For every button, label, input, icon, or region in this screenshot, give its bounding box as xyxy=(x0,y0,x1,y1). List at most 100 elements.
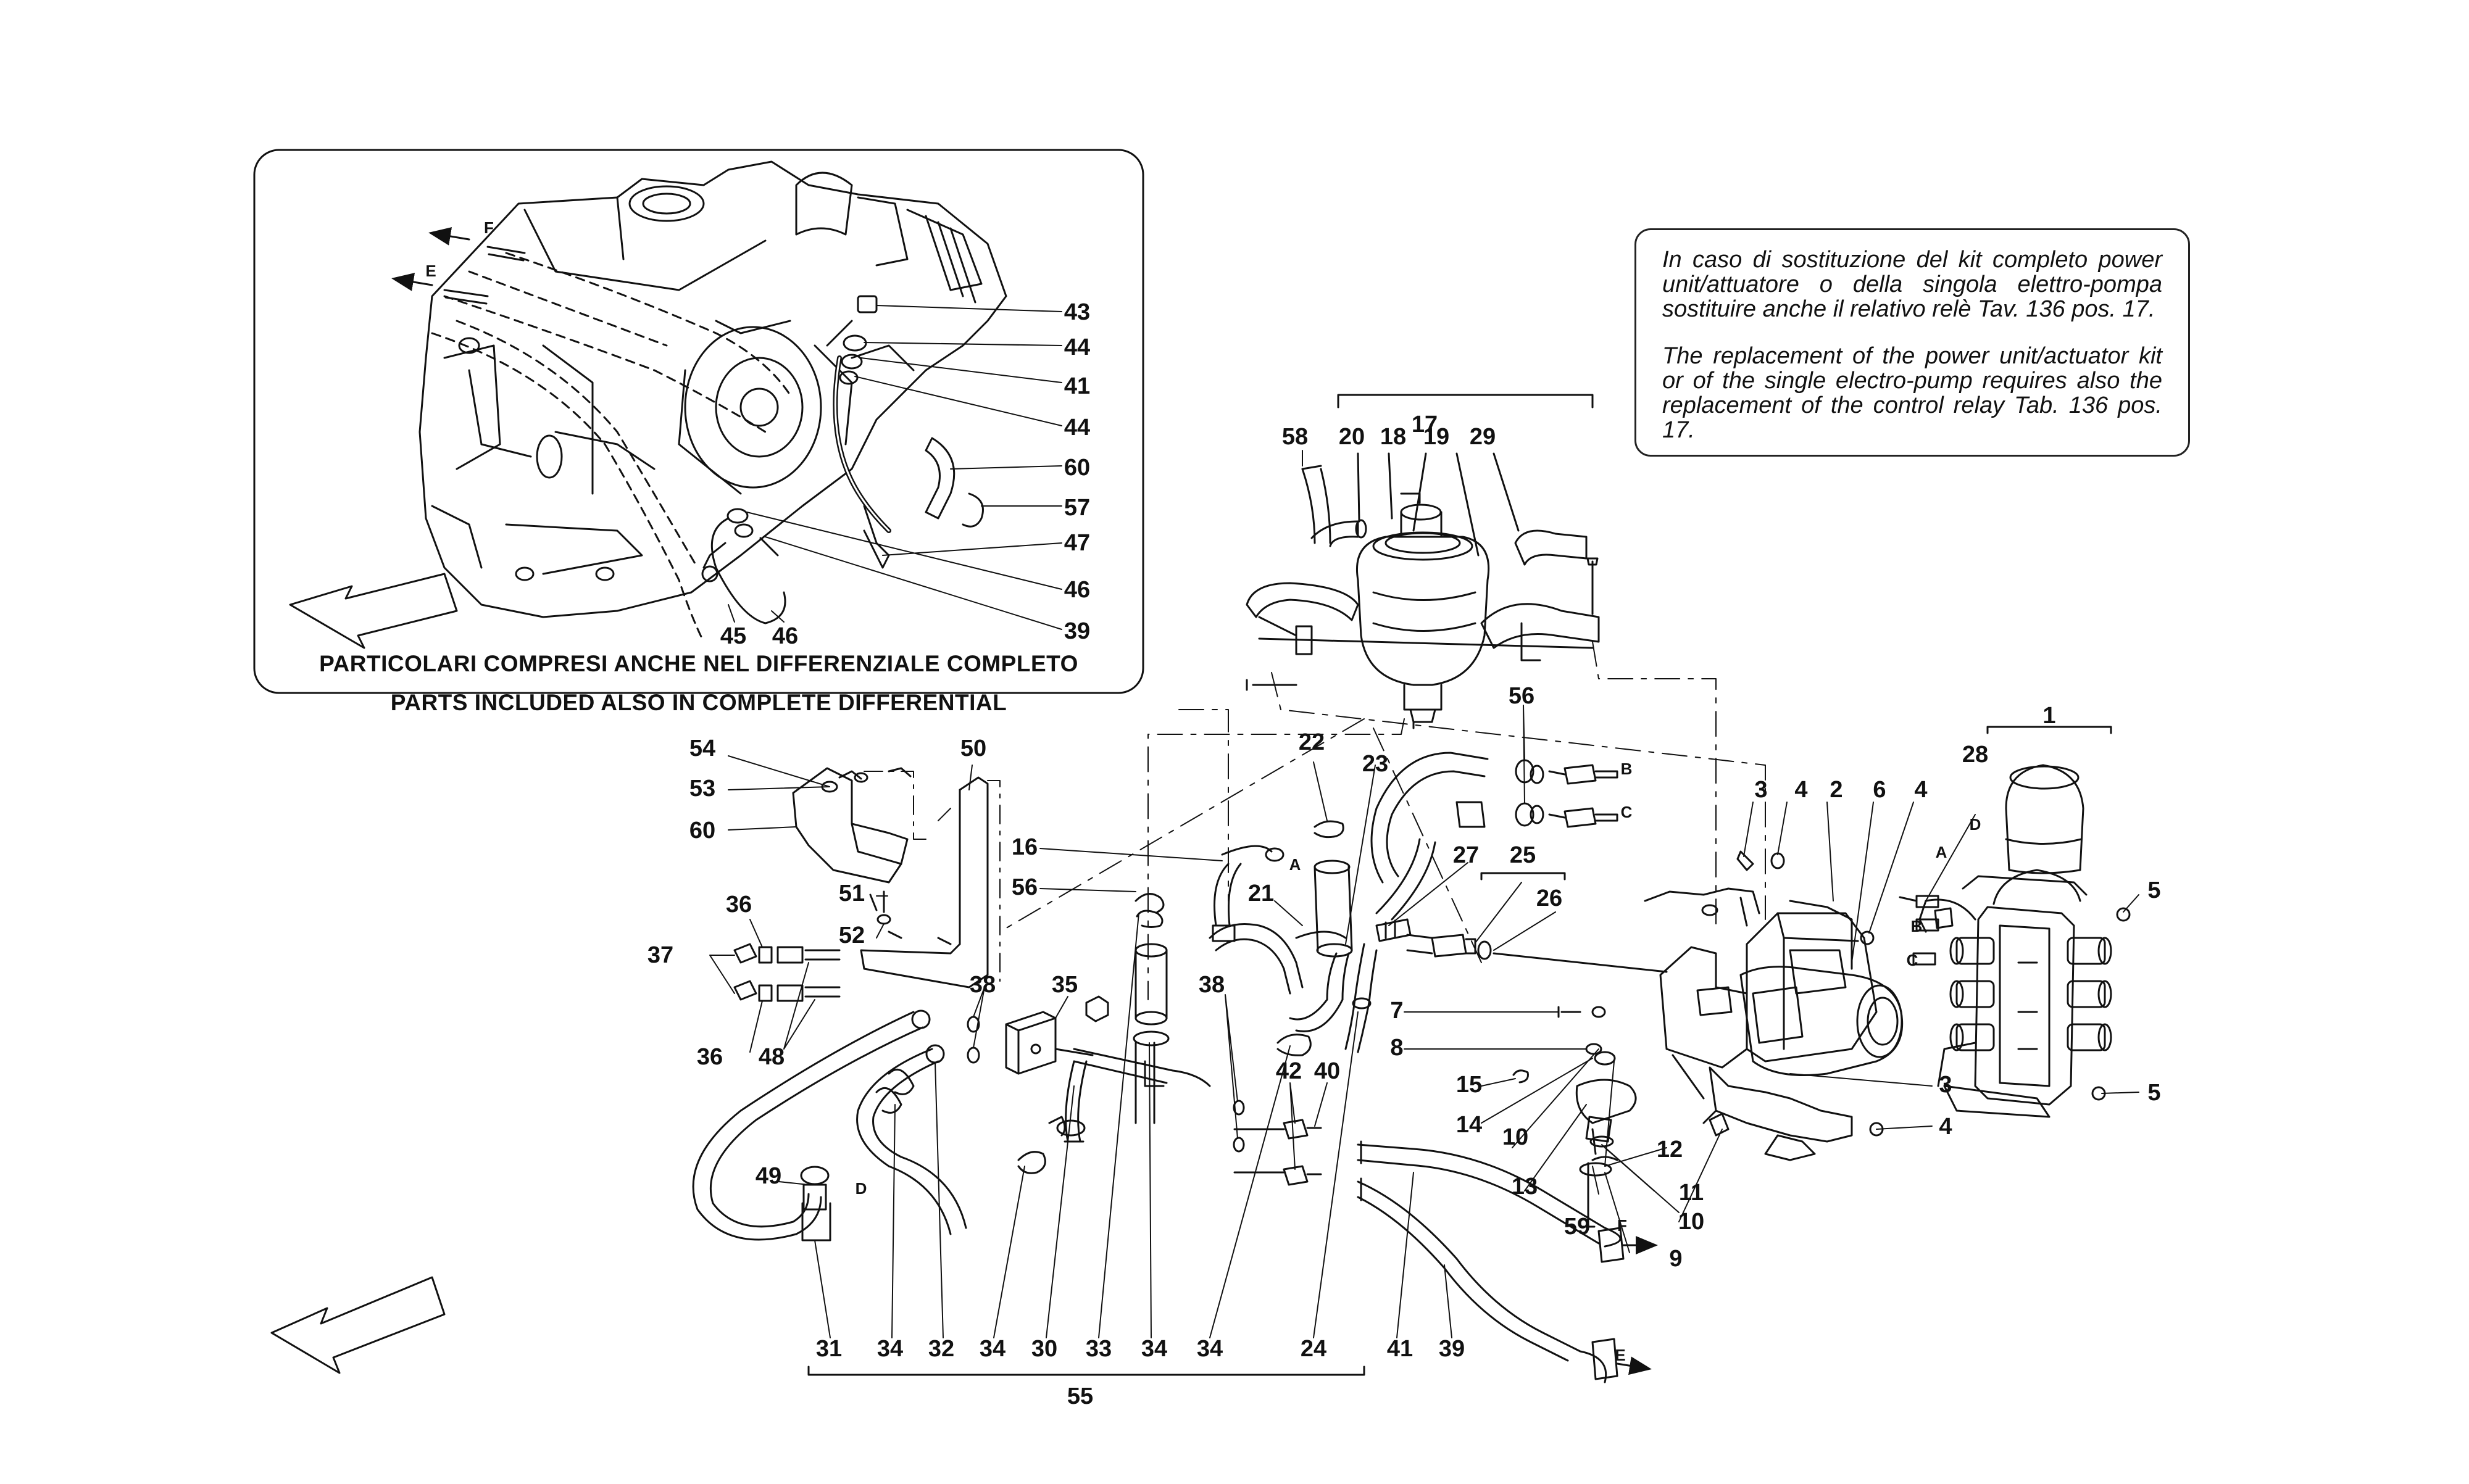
callout: 34 xyxy=(980,1336,1006,1362)
callout: 7 xyxy=(1390,998,1403,1024)
callout: 52 xyxy=(839,922,865,948)
bracket-assembly xyxy=(792,767,989,989)
inset-direction-arrow xyxy=(289,573,458,649)
inset-caption-english: PARTS INCLUDED ALSO IN COMPLETE DIFFEREN… xyxy=(390,690,1007,715)
callout: 11 xyxy=(1679,1180,1704,1206)
callout: 44 xyxy=(1064,415,1090,441)
letter-marker: C xyxy=(1621,803,1633,821)
callout: 4 xyxy=(1914,777,1927,803)
damper-block-35 xyxy=(1005,995,1109,1075)
callout: 55 xyxy=(1067,1383,1093,1409)
pipe-30 xyxy=(1048,1048,1211,1143)
washer-4 xyxy=(1770,852,1785,869)
callout: 34 xyxy=(1141,1336,1167,1362)
letter-marker: B xyxy=(1911,917,1923,935)
letter-marker: E xyxy=(425,262,436,280)
callout: 51 xyxy=(839,881,865,906)
inset-panel xyxy=(253,149,1144,694)
callout: 57 xyxy=(1064,495,1090,521)
callout: 49 xyxy=(756,1163,781,1189)
callout: 59 xyxy=(1564,1214,1590,1240)
screw-51 xyxy=(869,890,885,913)
fitting-25 xyxy=(1406,872,1566,960)
note-text-italian: In caso di sostituzione del kit completo… xyxy=(1662,247,2162,322)
callout: 5 xyxy=(2147,877,2160,903)
callout: 4 xyxy=(1794,777,1807,803)
callout: 35 xyxy=(1052,972,1078,998)
inset-caption-italian: PARTICOLARI COMPRESI ANCHE NEL DIFFERENZ… xyxy=(319,651,1078,676)
callout: 60 xyxy=(689,818,715,844)
letter-marker: D xyxy=(1970,815,1981,834)
callout: 36 xyxy=(697,1044,723,1070)
callout: 33 xyxy=(1086,1336,1112,1362)
callout: 37 xyxy=(647,942,673,968)
callout: 10 xyxy=(1502,1124,1528,1150)
pipe-stub-e xyxy=(443,289,489,305)
callout: 19 xyxy=(1423,424,1449,450)
callout: 53 xyxy=(689,776,715,802)
clamp-34 xyxy=(1017,1151,1046,1174)
callout: 22 xyxy=(1299,729,1325,755)
callout: 46 xyxy=(772,623,798,649)
callout: 36 xyxy=(726,892,752,918)
callout: 41 xyxy=(1387,1336,1413,1362)
callout: 56 xyxy=(1509,683,1534,709)
callout: 30 xyxy=(1031,1336,1057,1362)
letter-marker: A xyxy=(1289,855,1301,874)
callout: 20 xyxy=(1339,424,1365,450)
hose-31 xyxy=(692,1011,924,1242)
fittings-bc xyxy=(1548,764,1618,828)
phantom-leader-lines xyxy=(999,641,1766,1000)
callout: 41 xyxy=(1064,373,1090,399)
callout: 3 xyxy=(1939,1072,1952,1098)
pipe-stub-f xyxy=(486,246,526,262)
callout: 39 xyxy=(1064,618,1090,644)
callout: 16 xyxy=(1012,834,1038,860)
group-bracket-1 xyxy=(1986,726,2112,734)
callout: 13 xyxy=(1512,1174,1538,1200)
sleeve-22 xyxy=(1289,820,1353,1032)
callout: 54 xyxy=(689,736,715,761)
hose-32 xyxy=(856,1048,967,1235)
callout: 17 xyxy=(1412,412,1438,437)
gearbox-housing xyxy=(418,160,1007,618)
callout: 46 xyxy=(1064,577,1090,603)
letter-marker: F xyxy=(1617,1216,1627,1235)
direction-arrow-lower xyxy=(270,1276,446,1374)
lower-mount-parts xyxy=(1512,1006,1730,1228)
valve-block xyxy=(1918,764,2112,1118)
callout: 27 xyxy=(1453,842,1479,868)
callout: 34 xyxy=(877,1336,903,1362)
pipe-33 xyxy=(1133,893,1170,1124)
power-unit xyxy=(1659,912,1904,1161)
callout: 5 xyxy=(2147,1080,2160,1106)
callout: 14 xyxy=(1456,1112,1482,1138)
callout: 18 xyxy=(1380,424,1406,450)
inset-routing-dashes xyxy=(431,252,791,643)
letter-marker: A xyxy=(1936,843,1947,861)
callout: 26 xyxy=(1536,885,1562,911)
callout: 12 xyxy=(1657,1137,1683,1163)
washer-52 xyxy=(876,914,891,925)
callout: 28 xyxy=(1962,742,1988,768)
callout: 21 xyxy=(1248,881,1274,906)
callout: 4 xyxy=(1939,1114,1952,1140)
callout: 44 xyxy=(1064,334,1090,360)
callout: 43 xyxy=(1064,299,1090,325)
connection-letters: F E B C A D A B C D F E xyxy=(425,218,1981,1364)
inset-small-parts xyxy=(701,295,984,624)
callout: 40 xyxy=(1314,1058,1340,1084)
callout: 39 xyxy=(1439,1336,1465,1362)
callout: 8 xyxy=(1390,1035,1403,1061)
callout: 23 xyxy=(1362,751,1388,777)
callout: 48 xyxy=(759,1044,785,1070)
callout: 58 xyxy=(1282,424,1308,450)
callout: 29 xyxy=(1470,424,1496,450)
callout: 31 xyxy=(816,1336,842,1362)
group-bracket-55 xyxy=(807,1366,1365,1376)
hose-23 xyxy=(1344,752,1489,1053)
callout: 15 xyxy=(1456,1072,1482,1098)
callout: 34 xyxy=(1197,1336,1223,1362)
callout: 60 xyxy=(1064,455,1090,481)
